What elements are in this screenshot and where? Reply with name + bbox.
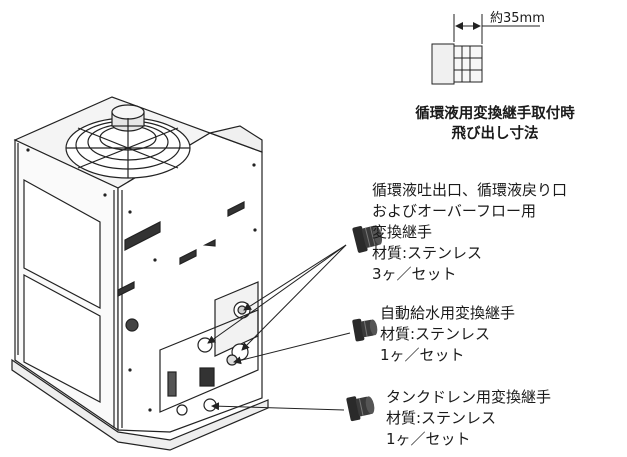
- fan-guard: [65, 104, 191, 179]
- dimension-caption-line1: 循環液用変換継手取付時: [415, 106, 575, 122]
- leader-lines: [207, 244, 351, 411]
- callout-auto-water-supply-material: 材質:ステンレス: [380, 325, 491, 343]
- dimension-detail: [431, 14, 540, 85]
- callout-circulation-line2: およびオーバーフロー用: [372, 202, 536, 220]
- callout-circulation-line3: 変換継手: [372, 223, 433, 241]
- callout-tank-drain-material: 材質:ステンレス: [386, 409, 497, 427]
- callout-circulation-line1: 循環液吐出口、循環液戻り口: [372, 181, 568, 199]
- dimension-label: 約35mm: [490, 11, 545, 26]
- callout-auto-water-supply-title: 自動給水用変換継手: [380, 304, 516, 322]
- callout-auto-water-supply-quantity: 1ヶ／セット: [380, 346, 465, 364]
- callout-tank-drain-quantity: 1ヶ／セット: [386, 430, 471, 448]
- callout-circulation-quantity: 3ヶ／セット: [372, 265, 457, 283]
- fitting-circulation: [352, 225, 383, 253]
- callout-circulation-material: 材質:ステンレス: [372, 244, 483, 262]
- fitting-auto-water-supply: [352, 318, 378, 342]
- chiller-unit-illustration: [11, 96, 269, 451]
- callout-tank-drain-title: タンクドレン用変換継手: [386, 388, 552, 406]
- dimension-caption-line2: 飛び出し寸法: [451, 126, 539, 142]
- fitting-tank-drain: [346, 396, 375, 422]
